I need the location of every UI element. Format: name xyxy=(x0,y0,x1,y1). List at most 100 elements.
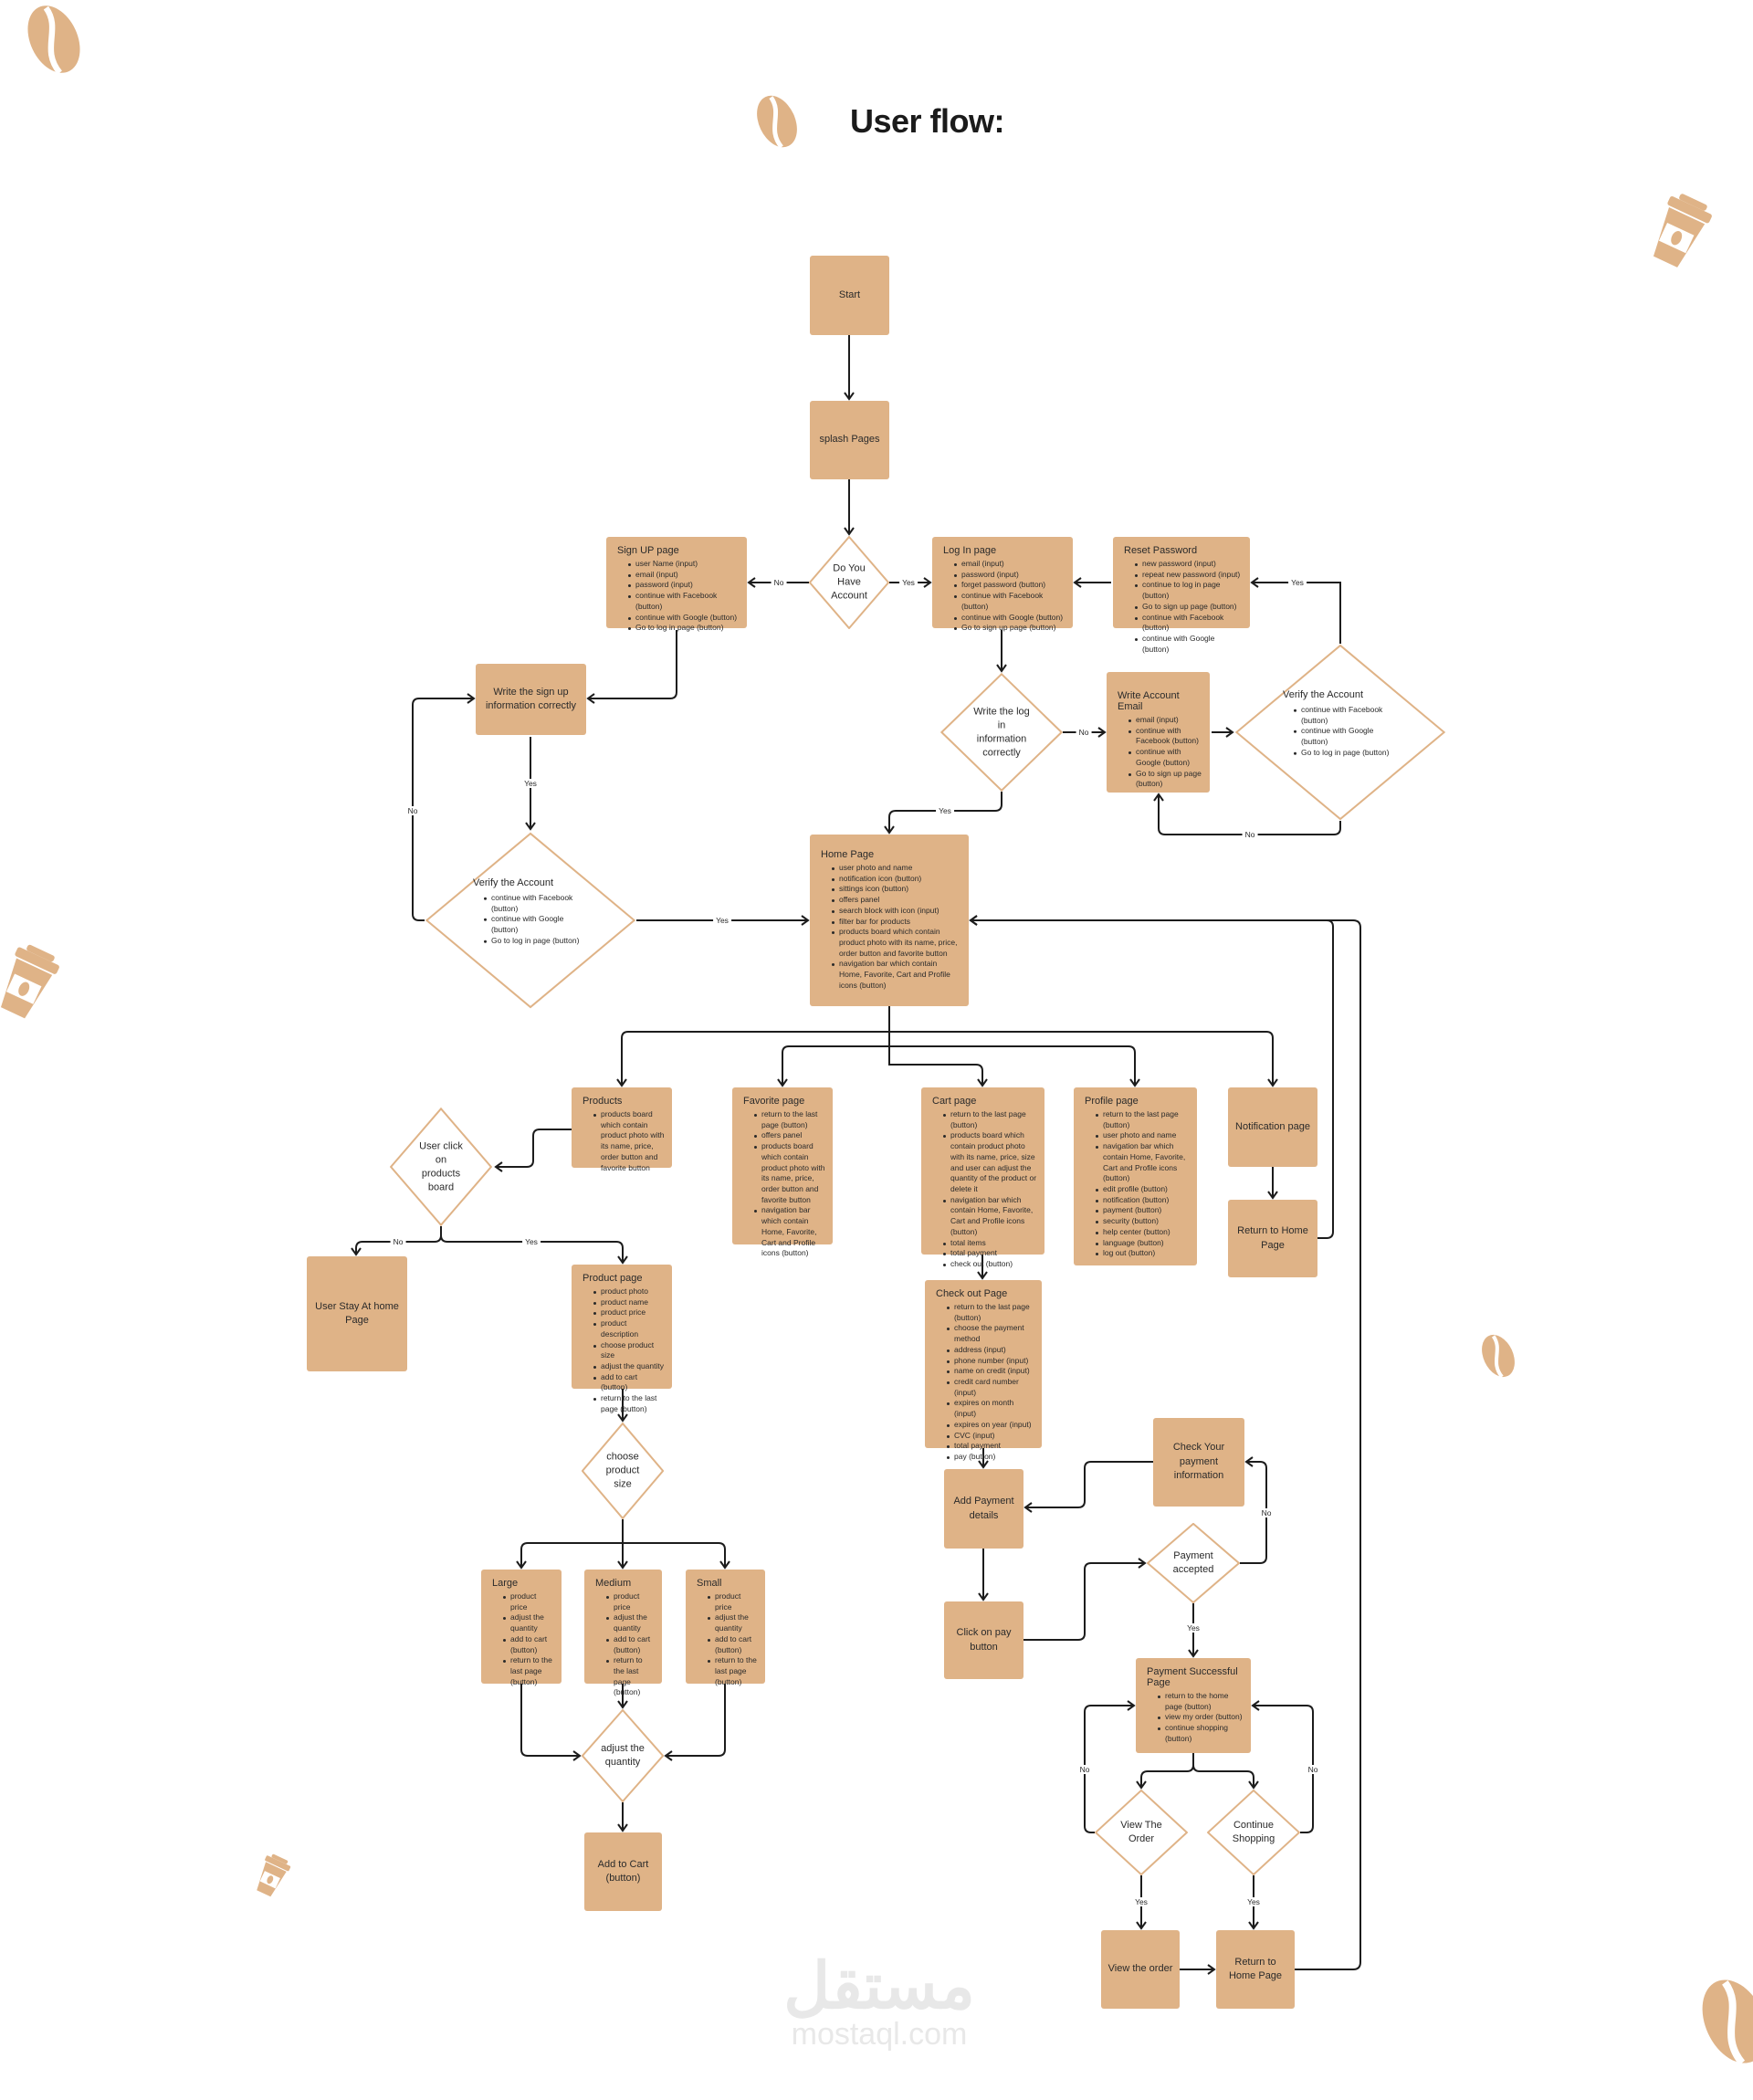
node-item: search block with icon (input) xyxy=(832,906,961,917)
edge-large-adjust xyxy=(520,1684,582,1761)
node-item-list: products board which contain product pho… xyxy=(583,1109,665,1173)
check-payment-node: Check Your payment information xyxy=(1153,1418,1244,1507)
edge-label: No xyxy=(404,806,421,815)
notification-page-node: Notification page xyxy=(1228,1087,1317,1167)
add-to-cart-node: Add to Cart (button) xyxy=(584,1832,662,1911)
node-item: navigation bar which contain Home, Favor… xyxy=(1096,1141,1190,1184)
node-item: continue shopping (button) xyxy=(1158,1723,1244,1744)
user-stay-node: User Stay At home Page xyxy=(307,1256,407,1371)
node-item: user Name (input) xyxy=(628,559,740,570)
edge-label: Yes xyxy=(899,578,918,587)
splash-pages-node: splash Pages xyxy=(810,401,889,479)
node-item: sittings icon (button) xyxy=(832,884,961,895)
node-title: Sign UP page xyxy=(617,545,679,556)
node-item: continue with Google (button) xyxy=(1135,634,1243,655)
edge-return2-home xyxy=(969,915,1361,1970)
decision-label: choose product size xyxy=(605,1451,640,1490)
node-item: continue with Google (button) xyxy=(628,613,740,624)
return-home-node: Return to Home Page xyxy=(1228,1200,1317,1277)
write-login-decision: Write the log in information correctly xyxy=(940,673,1063,792)
node-item: continue with Facebook (button) xyxy=(1135,613,1243,634)
node-item: view my order (button) xyxy=(1158,1712,1244,1723)
start-node: Start xyxy=(810,256,889,335)
node-item: phone number (input) xyxy=(947,1356,1034,1367)
node-title: Write Account Email xyxy=(1118,690,1180,712)
edge-home-notification xyxy=(889,1031,1278,1087)
edge-check-addpayment xyxy=(1023,1461,1153,1513)
node-label: Add to Cart (button) xyxy=(597,1858,649,1884)
node-item: password (input) xyxy=(954,570,1065,581)
node-item: adjust the quantity xyxy=(503,1612,554,1633)
node-item: email (input) xyxy=(628,570,740,581)
signup-page-node: Sign UP page user Name (input)email (inpu… xyxy=(606,537,747,632)
edge-home-profile xyxy=(889,1045,1140,1087)
node-title: Cart page xyxy=(932,1096,977,1107)
node-item: product description xyxy=(593,1318,665,1339)
node-item: total payment xyxy=(947,1441,1034,1452)
node-item: email (input) xyxy=(1128,715,1202,726)
node-item: return to the home page (button) xyxy=(1158,1691,1244,1712)
edge-home-favorite xyxy=(777,1032,890,1087)
node-label: Add Payment details xyxy=(953,1496,1014,1521)
node-item: return to the last page (button) xyxy=(943,1109,1037,1130)
node-item: forget password (button) xyxy=(954,580,1065,591)
node-label: Return to Home Page xyxy=(1237,1225,1308,1251)
decision-title: Verify the Account xyxy=(1283,688,1364,700)
click-pay-node: Click on pay button xyxy=(944,1601,1023,1679)
node-item-list: return to the last page (button)products… xyxy=(932,1109,1037,1270)
view-order-decision: View The Order xyxy=(1095,1790,1188,1875)
node-title: Reset Password xyxy=(1124,545,1198,556)
edge-size-small xyxy=(623,1542,730,1570)
node-item: product price xyxy=(503,1591,554,1612)
node-item-list: new password (input)repeat new password … xyxy=(1124,559,1243,655)
node-item: continue with Google (button) xyxy=(1128,747,1202,768)
node-title: Product page xyxy=(583,1273,643,1284)
node-item: offers panel xyxy=(832,895,961,906)
node-item: adjust the quantity xyxy=(593,1361,665,1372)
watermark-url: mostaql.com xyxy=(791,2017,968,2052)
node-item: products board which contain product pho… xyxy=(754,1141,825,1205)
node-label: Start xyxy=(838,289,861,300)
edge-success-continue xyxy=(1192,1764,1259,1790)
node-item: product price xyxy=(593,1307,665,1318)
node-item: Go to sign up page (button) xyxy=(1128,769,1202,790)
edge-label: No xyxy=(1258,1508,1275,1517)
node-item: continue with Facebook (button) xyxy=(628,591,740,612)
node-item: log out (button) xyxy=(1096,1248,1190,1259)
node-item: Go to sign up page (button) xyxy=(1135,602,1243,613)
node-title: Payment Successful Page xyxy=(1147,1666,1238,1688)
node-item: return to the last page (button) xyxy=(606,1655,655,1698)
node-item: return to the last page (button) xyxy=(503,1655,554,1687)
edge-label: Yes xyxy=(522,1237,541,1246)
edge-label: No xyxy=(390,1237,406,1246)
node-item: notification icon (button) xyxy=(832,874,961,885)
node-item: adjust the quantity xyxy=(606,1612,655,1633)
node-item-list: email (input)password (input)forget pass… xyxy=(943,559,1065,634)
node-item: products board which contain product pho… xyxy=(943,1130,1037,1194)
reset-password-node: Reset Password new password (input)repeat… xyxy=(1113,537,1250,654)
node-label: User Stay At home Page xyxy=(315,1300,399,1326)
node-title: Home Page xyxy=(821,849,875,860)
node-item: add to cart (button) xyxy=(606,1634,655,1655)
node-item: product price xyxy=(606,1591,655,1612)
node-label: Write the sign up information correctly xyxy=(485,686,577,711)
node-item: choose the payment method xyxy=(947,1323,1034,1344)
node-title: Products xyxy=(583,1096,623,1107)
node-item: adjust the quantity xyxy=(708,1612,758,1633)
node-item: continue with Facebook (button) xyxy=(1128,726,1202,747)
node-item: return to the last page (button) xyxy=(593,1393,665,1414)
node-item: navigation bar which contain Home, Favor… xyxy=(832,959,961,991)
node-item: password (input) xyxy=(628,580,740,591)
cart-page-node: Cart page return to the last page (button… xyxy=(921,1087,1044,1268)
node-item: product name xyxy=(593,1297,665,1308)
decision-label: Continue Shopping xyxy=(1232,1820,1275,1844)
edge-label: No xyxy=(1076,1765,1093,1774)
decision-label: Payment accepted xyxy=(1172,1550,1214,1575)
edge-small-adjust xyxy=(664,1684,726,1761)
node-item: expires on year (input) xyxy=(947,1420,1034,1431)
